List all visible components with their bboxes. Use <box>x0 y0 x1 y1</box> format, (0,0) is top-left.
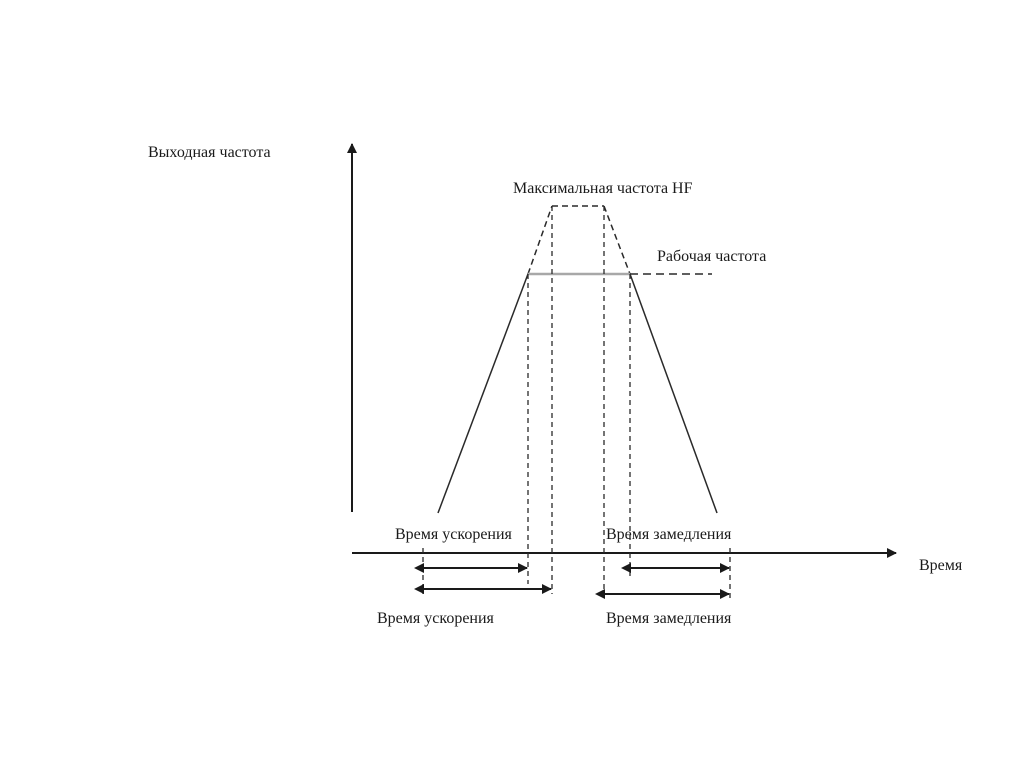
max-frequency-label: Максимальная частота HF <box>513 180 693 197</box>
x-axis-label: Время <box>919 557 963 574</box>
y-axis-label: Выходная частота <box>148 144 271 161</box>
working-frequency-label: Рабочая частота <box>657 248 766 265</box>
decel-time-long-label: Время замедления <box>606 610 732 627</box>
accel-time-long-label: Время ускорения <box>377 610 495 627</box>
decel-time-short-label: Время замедления <box>606 526 732 543</box>
accel-ramp-line <box>437 273 529 514</box>
accel-time-short-label: Время ускорения <box>395 526 513 543</box>
max-to-decel-dashed <box>603 205 631 275</box>
accel-to-max-dashed <box>527 205 553 275</box>
decel-ramp-line <box>629 273 718 514</box>
